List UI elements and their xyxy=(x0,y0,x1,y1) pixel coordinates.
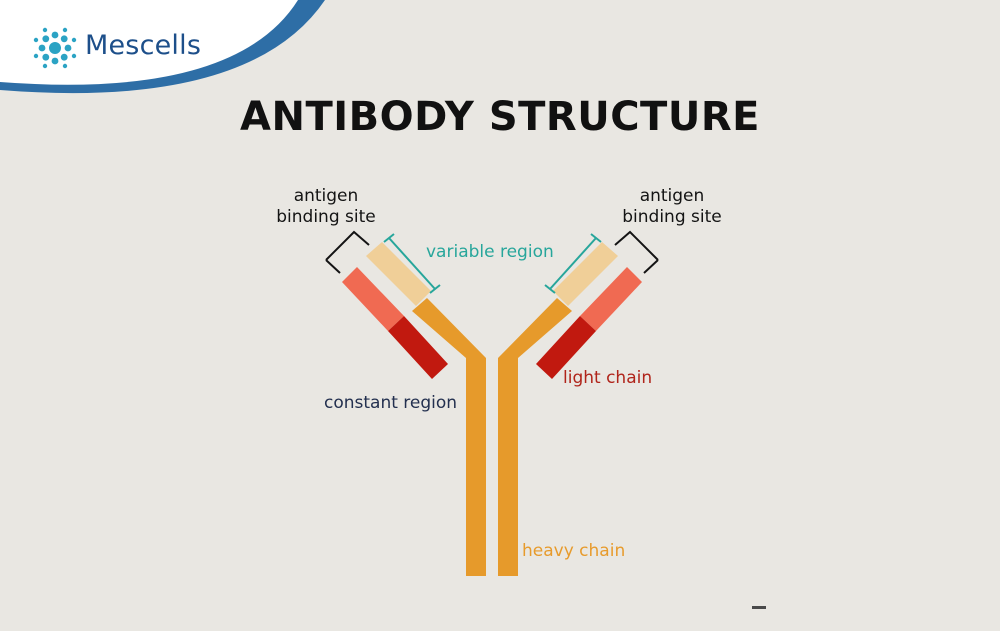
light-chain-constant-right xyxy=(536,316,596,379)
variable-region-bracket-left xyxy=(383,233,441,294)
mescells-logo-icon xyxy=(33,27,77,69)
page-title: ANTIBODY STRUCTURE xyxy=(240,94,760,140)
binding-site-bracket-left xyxy=(325,230,370,274)
heavy-chain-arm-left xyxy=(412,298,486,358)
antigen-binding-site-left-line2: binding site xyxy=(276,207,376,227)
light-chain-constant-left xyxy=(388,316,448,379)
corner-mark xyxy=(752,606,766,609)
light-chain-variable-left xyxy=(342,267,404,331)
antigen-binding-site-label-right: antigen binding site xyxy=(612,186,732,228)
light-chain-variable-right xyxy=(580,267,642,331)
constant-region-label: constant region xyxy=(324,393,458,413)
variable-heavy-right xyxy=(553,242,618,306)
variable-region-bracket-right xyxy=(544,233,602,294)
antigen-binding-site-left-line1: antigen xyxy=(293,186,359,206)
variable-heavy-left xyxy=(366,242,431,306)
antigen-binding-site-right-line1: antigen xyxy=(639,186,705,206)
variable-region-label: variable region xyxy=(426,242,554,262)
antigen-binding-site-right-line2: binding site xyxy=(622,207,722,227)
heavy-chain-arm-right xyxy=(498,298,572,358)
antigen-binding-site-label-left: antigen binding site xyxy=(266,186,386,228)
binding-site-bracket-right xyxy=(614,230,659,274)
heavy-chain-label: heavy chain xyxy=(522,541,626,561)
brand-name: Mescells xyxy=(85,30,202,61)
light-chain-label: light chain xyxy=(563,368,653,388)
heavy-chain-stem-right xyxy=(498,358,518,576)
header-white-panel xyxy=(0,0,298,85)
heavy-chain-stem-left xyxy=(466,358,486,576)
